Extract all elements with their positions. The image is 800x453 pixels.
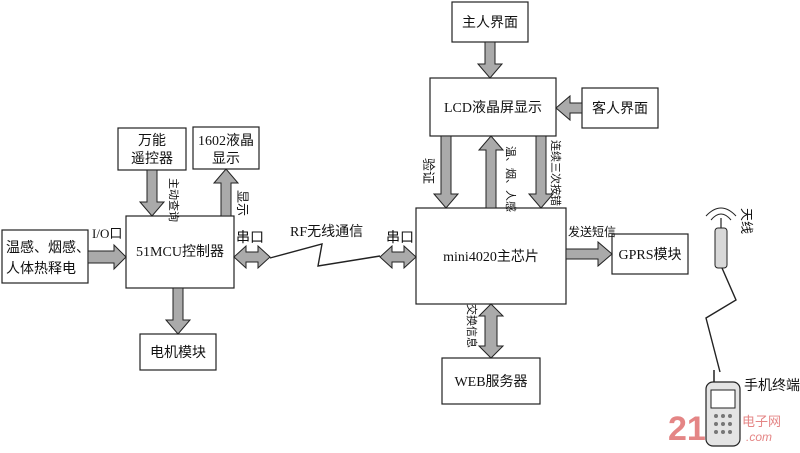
site-watermark: 21 电子网 .com	[668, 410, 781, 448]
motor-module-node: 电机模块	[139, 333, 217, 371]
mcu-label: 51MCU控制器	[136, 244, 224, 260]
io-port-label: I/O口	[92, 226, 122, 241]
mobile-phone-icon	[705, 370, 741, 447]
lcd-display-node: LCD液晶屏显示	[429, 77, 557, 137]
active-query-label: 主动查询	[167, 178, 181, 222]
watermark-number: 21	[668, 410, 706, 448]
lcd1602-node: 1602液晶 显示	[192, 126, 260, 170]
watermark-site-en: .com	[746, 430, 772, 444]
guest-ui-label: 客人界面	[592, 100, 648, 117]
mcu-controller-node: 51MCU控制器	[125, 215, 235, 289]
sensors-node: 温感、烟感、 人体热释电	[1, 229, 90, 284]
rf-wireless-link	[269, 243, 381, 267]
master-ui-label: 主人界面	[462, 15, 518, 31]
mini4020-chip-node: mini4020主芯片	[415, 207, 567, 305]
arrow-mcu-serial	[233, 244, 271, 270]
lcd1602-label-line1: 1602液晶	[198, 133, 254, 149]
phone-terminal-label: 手机终端	[744, 378, 800, 394]
sensor-status-label: 温、烟、人感	[504, 146, 518, 212]
sensors-label-line2: 人体热释电	[6, 261, 76, 277]
arrow-lcd-three-errors	[527, 135, 555, 209]
remote-control-node: 万能 遥控器	[117, 127, 187, 171]
exchange-info-label: 交换信息	[465, 304, 479, 348]
arrow-mcu-to-lcd1602	[212, 168, 240, 217]
watermark-site-cn: 电子网	[742, 414, 781, 429]
web-server-label: WEB服务器	[454, 374, 527, 390]
antenna-label: 天线	[739, 208, 754, 234]
web-server-node: WEB服务器	[441, 357, 541, 405]
arrow-lcd-verify	[432, 135, 460, 209]
verify-label: 验证	[421, 158, 436, 184]
gprs-module-node: GPRS模块	[611, 233, 689, 275]
serial-right-label: 串口	[386, 230, 414, 246]
arrow-chip-to-gprs	[565, 240, 613, 268]
arrow-sensors-to-mcu	[87, 243, 127, 271]
master-ui-node: 主人界面	[451, 1, 529, 43]
arrow-chip-serial	[379, 244, 417, 270]
phone-antenna-link	[705, 267, 737, 373]
send-sms-label: 发送短信	[568, 224, 616, 239]
lcd-display-label: LCD液晶屏显示	[444, 100, 542, 116]
gprs-label: GPRS模块	[618, 247, 681, 263]
arrow-guest-to-lcd	[555, 94, 583, 122]
motor-label: 电机模块	[150, 345, 206, 361]
remote-label-line2: 遥控器	[131, 151, 173, 167]
display-label: 显示	[235, 190, 250, 216]
arrow-chip-web-exchange	[477, 303, 505, 359]
arrow-master-to-lcd	[476, 41, 504, 79]
mini4020-label: mini4020主芯片	[443, 249, 539, 265]
serial-left-label: 串口	[236, 230, 264, 246]
antenna-icon	[705, 207, 737, 269]
sensors-label-line1: 温感、烟感、	[6, 239, 90, 256]
three-errors-label: 连续三次按错	[549, 140, 563, 206]
rf-link-label: RF无线通信	[290, 224, 363, 240]
guest-ui-node: 客人界面	[581, 87, 659, 129]
lcd1602-label-line2: 显示	[212, 152, 240, 167]
arrow-remote-to-mcu	[138, 169, 166, 217]
remote-label-line1: 万能	[138, 133, 166, 149]
arrow-mcu-to-motor	[164, 287, 192, 335]
arrow-chip-to-lcd-status	[477, 135, 505, 209]
